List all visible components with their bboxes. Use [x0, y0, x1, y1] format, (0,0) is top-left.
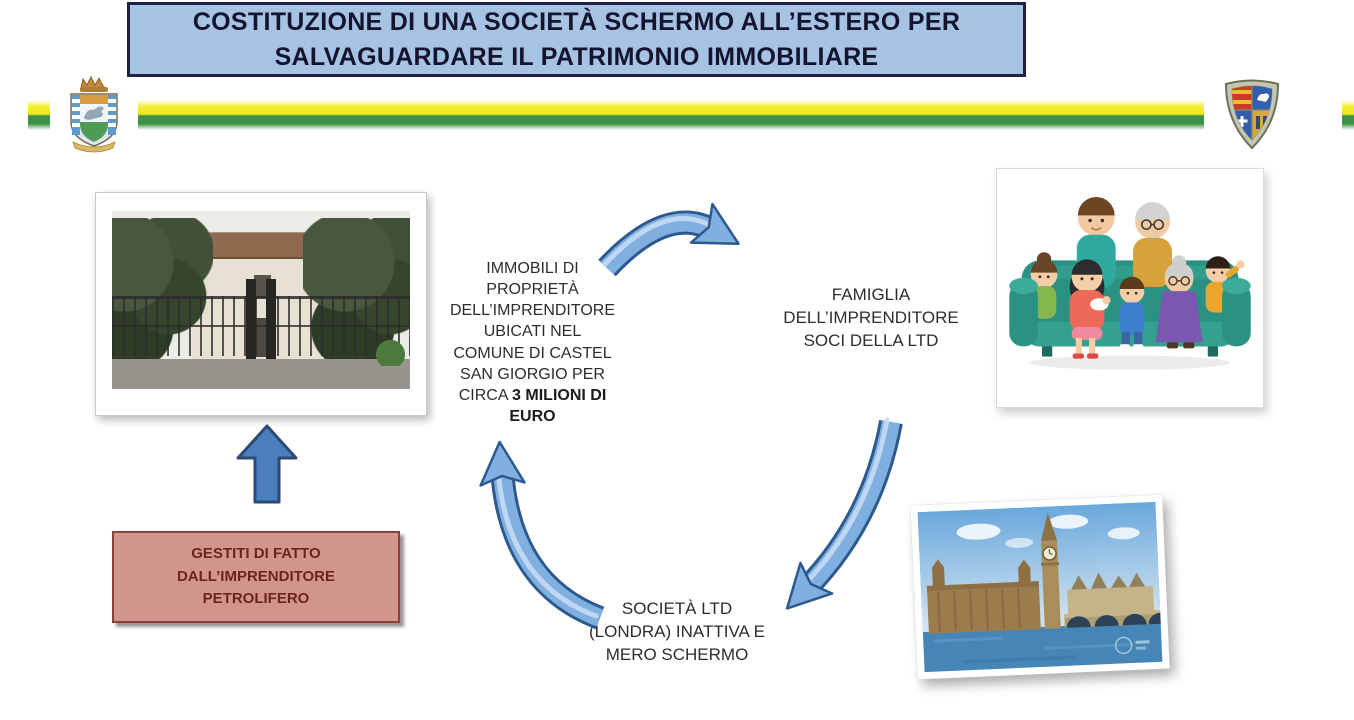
gate-post-left [246, 278, 257, 368]
property-text-regular: IMMOBILI DI PROPRIETÀ DELL’IMPRENDITORE … [449, 260, 616, 404]
villa-photo [95, 192, 427, 416]
tricolor-band [28, 100, 1354, 130]
family-illustration [996, 168, 1264, 408]
ltd-company-label: SOCIETÀ LTD (LONDRA) INATTIVA E MERO SCH… [588, 599, 765, 664]
curved-arrow-up-icon [479, 440, 605, 630]
driveway [112, 358, 410, 389]
watermark-icon [1114, 636, 1133, 655]
right-crest-icon [1224, 79, 1280, 150]
managed-by-label: GESTITI DI FATTO DALL’IMPRENDITORE PETRO… [176, 545, 336, 608]
managed-by-box: GESTITI DI FATTO DALL’IMPRENDITORE PETRO… [112, 531, 400, 623]
property-text-bold: 3 MILIONI DI EURO [509, 386, 607, 425]
title-box: COSTITUZIONE DI UNA SOCIETÀ SCHERMO ALL’… [127, 2, 1026, 77]
family-label: FAMIGLIA DELL’IMPRENDITORE SOCI DELLA LT… [783, 285, 959, 350]
london-photo [910, 494, 1170, 680]
left-coat-of-arms-icon [70, 75, 118, 153]
fence-rail [112, 324, 410, 327]
gate-post-right [265, 278, 276, 368]
villa-photo-scene [112, 211, 410, 389]
family-on-couch-icon [1009, 196, 1251, 370]
slide-title: COSTITUZIONE DI UNA SOCIETÀ SCHERMO ALL’… [192, 7, 961, 71]
property-value-text: IMMOBILI DI PROPRIETÀ DELL’IMPRENDITORE … [430, 237, 635, 427]
london-skyline-icon [917, 501, 1163, 673]
curved-arrow-right-icon [598, 202, 740, 277]
curved-arrow-down-left-icon [785, 417, 903, 610]
shrub [371, 337, 410, 366]
arrow-up-icon [236, 424, 298, 504]
